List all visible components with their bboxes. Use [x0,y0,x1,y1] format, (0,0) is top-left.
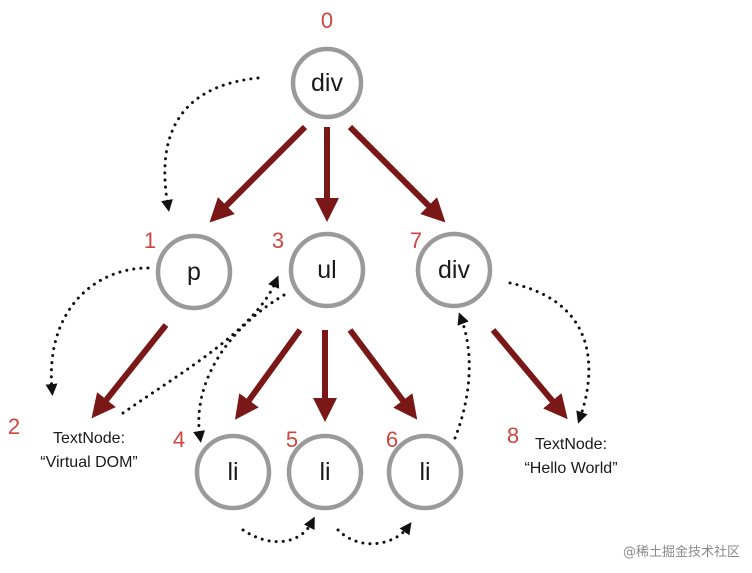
node-index: 3 [272,228,284,253]
node-label: li [419,458,430,486]
traversal-0-to-1 [161,76,260,212]
node-p: p 1 [144,228,233,311]
textnode-index: 2 [8,414,20,439]
node-index: 6 [386,427,398,452]
traversal-6-to-7 [453,312,471,440]
node-label: div [438,256,470,284]
textnode-type: TextNode: [53,430,125,447]
traversal-3-to-4 [193,293,286,443]
node-label: ul [317,256,336,284]
node-li-5: li 5 [286,427,364,511]
node-circle [286,433,364,511]
edge-div-to-div [347,124,446,223]
node-circle [288,231,366,309]
node-index: 0 [321,8,333,33]
traversal-path [45,76,591,546]
node-div-child: div 7 [410,228,493,309]
node-circle [415,231,493,309]
node-circle [194,433,272,511]
node-index: 1 [144,228,156,253]
textnode-virtual-dom: 2 TextNode: “Virtual DOM” [8,414,138,471]
node-circle [155,233,233,311]
node-label: li [227,458,238,486]
traversal-4-to-5 [241,516,315,544]
node-circle [386,433,464,511]
node-label: p [187,258,201,286]
node-index: 5 [286,427,298,452]
tree-edges [91,124,568,422]
traversal-1-to-2 [45,266,150,396]
edge-ul-to-li-6 [347,328,418,420]
node-index: 4 [173,427,185,452]
traversal-2-to-3 [121,275,280,415]
node-label: div [311,69,343,97]
textnode-value: “Hello World” [524,460,617,477]
textnode-index: 8 [507,423,519,448]
edge-ul-to-li-4 [234,328,303,420]
node-ul: ul 3 [272,228,366,309]
edge-div-to-p [209,124,308,223]
node-li-6: li 6 [386,427,464,511]
edge-p-to-textnode [91,323,169,419]
node-label: li [319,458,330,486]
node-index: 7 [410,228,422,253]
textnode-value: “Virtual DOM” [40,454,138,471]
watermark: @稀土掘金技术社区 [623,544,740,560]
node-div-root: div 0 [290,8,364,120]
traversal-7-to-8 [508,281,591,424]
traversal-5-to-6 [336,522,412,546]
node-li-4: li 4 [173,427,272,511]
textnode-hello-world: 8 TextNode: “Hello World” [507,423,618,477]
textnode-type: TextNode: [535,436,607,453]
node-circle [290,46,364,120]
edge-div-to-textnode [490,328,568,420]
